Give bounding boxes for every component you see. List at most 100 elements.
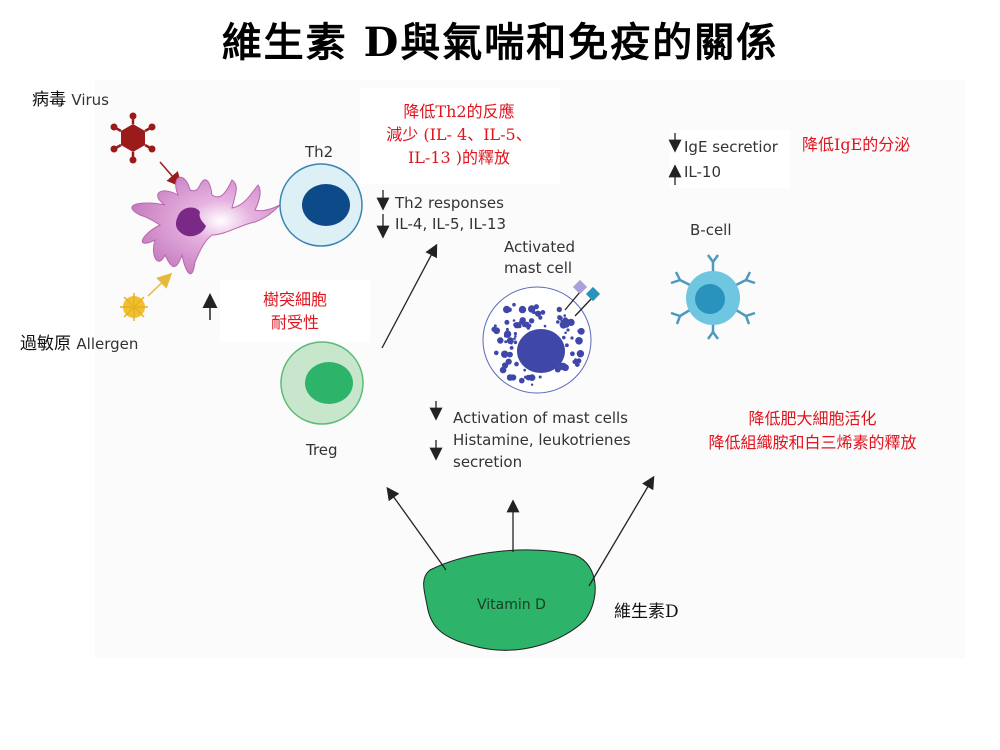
- mast-granule: [566, 328, 570, 332]
- th2-cell-icon: [279, 163, 363, 247]
- mast-granule: [514, 335, 517, 338]
- b-cell-effect-line: IgE secretior: [684, 138, 778, 156]
- dc-tolerance-annotation: 樹突細胞 耐受性: [240, 288, 350, 334]
- th2-effects: Th2 responses IL-4, IL-5, IL-13: [395, 193, 506, 235]
- mast-granule: [504, 319, 510, 325]
- mast-granule: [513, 332, 518, 336]
- mast-granule: [560, 319, 564, 323]
- mast-granule: [503, 330, 512, 338]
- mast-granule: [510, 342, 513, 345]
- mast-granule: [520, 306, 523, 309]
- mast-granule: [497, 337, 504, 344]
- mast-granule: [508, 340, 511, 344]
- mast-granule: [513, 340, 518, 345]
- mast-granule: [565, 343, 569, 348]
- mast-granule: [570, 351, 575, 357]
- mast-granule: [518, 320, 523, 325]
- mast-granule: [523, 321, 530, 328]
- th2-effect-line: IL-4, IL-5, IL-13: [395, 215, 507, 233]
- mast-granule: [502, 362, 509, 369]
- virus-label-zh: 病毒: [32, 90, 66, 110]
- dendritic-cell-icon: [131, 177, 281, 275]
- mast-granule: [576, 350, 585, 358]
- vitamin-d-shape: [423, 549, 596, 651]
- ige-annotation: 降低IgE的分泌: [802, 135, 911, 154]
- mast-granule: [543, 324, 547, 328]
- b-cell-effects: IgE secretior IL-10: [684, 135, 778, 185]
- mast-granule: [523, 368, 527, 372]
- mast-granule: [556, 320, 560, 324]
- mast-granule: [513, 337, 516, 340]
- mast-granule: [564, 331, 567, 335]
- mast-granule: [512, 302, 516, 307]
- mast-granule: [513, 322, 518, 327]
- mast-granule: [493, 324, 497, 328]
- th2-annotation: 降低Th2的反應 減少 (IL- 4、IL-5、 IL-13 )的釋放: [364, 100, 554, 169]
- mast-granule: [570, 336, 574, 340]
- vitamin-d-label: Vitamin D: [477, 597, 546, 613]
- mast-granule: [575, 337, 583, 345]
- mast-annotation-line: 降低肥大細胞活化: [748, 409, 877, 428]
- mast-annotation-line: 降低組織胺和白三烯素的釋放: [708, 433, 917, 452]
- mast-granule: [519, 377, 525, 384]
- mast-granule: [558, 362, 566, 371]
- mast-granule: [507, 351, 513, 358]
- mast-granule: [535, 310, 542, 317]
- th2-annotation-line: 降低Th2的反應: [403, 102, 515, 121]
- virus-label: 病毒 Virus: [32, 85, 109, 110]
- mast-granule: [506, 374, 514, 381]
- mast-granule: [540, 310, 546, 315]
- mast-granule: [505, 327, 509, 331]
- mast-granule: [503, 305, 511, 314]
- virus-icon: [110, 112, 156, 164]
- mast-effect-line: Histamine, leukotrienes: [453, 431, 631, 449]
- th2-label: Th2: [305, 143, 334, 161]
- b-cell-nucleus: [695, 284, 725, 314]
- th2-annotation-box: [360, 88, 560, 184]
- mast-granule: [557, 315, 562, 320]
- mast-granule: [491, 326, 497, 332]
- effect-arrows: [376, 133, 682, 461]
- mast-cell-icon: [482, 279, 601, 394]
- mast-granule: [572, 359, 577, 364]
- allergen-arrow: [147, 272, 173, 297]
- mast-granule: [556, 306, 562, 313]
- mast-granule: [538, 375, 542, 379]
- vitd-to-bcell-arrow: [588, 475, 655, 587]
- mast-granule: [509, 346, 514, 350]
- virus-label-en: Virus: [71, 91, 109, 109]
- mast-granule: [524, 375, 528, 379]
- mast-effect-line: Activation of mast cells: [453, 409, 628, 427]
- mast-granule: [528, 318, 535, 324]
- mast-granule: [514, 361, 519, 367]
- th2-annotation-line: IL-13 )的釋放: [407, 148, 511, 167]
- b-cell-label: B-cell: [690, 221, 732, 239]
- mast-granule: [562, 335, 566, 340]
- allergen-label-en: Allergen: [76, 335, 139, 353]
- mast-cell-label-line1: Activated: [504, 238, 575, 256]
- dc-annotation-box: [220, 280, 370, 342]
- vitamin-d-label-zh: 維生素D: [614, 602, 679, 622]
- vitd-to-th2-arrow: [386, 486, 447, 571]
- mast-granule: [577, 329, 582, 334]
- dc-annotation-line: 耐受性: [270, 313, 319, 332]
- treg-label: Treg: [306, 441, 338, 459]
- dc-annotation-line: 樹突細胞: [262, 290, 327, 309]
- mast-cell-label: Activated mast cell: [504, 237, 575, 279]
- mast-cell-effects: Activation of mast cells Histamine, leuk…: [453, 407, 631, 473]
- treg-to-th2-arrow: [381, 243, 438, 349]
- mast-granule: [530, 383, 534, 386]
- mast-granule: [567, 318, 575, 326]
- mast-granule: [528, 305, 536, 313]
- mast-granule: [517, 324, 522, 329]
- th2-effect-line: Th2 responses: [395, 194, 504, 212]
- page-title: 維生素 D與氣喘和免疫的關係: [221, 19, 779, 66]
- b-cell-icon: [670, 254, 756, 340]
- mast-granule: [528, 374, 536, 381]
- mast-cell-label-line2: mast cell: [504, 259, 573, 277]
- mast-effect-line: secretion: [453, 453, 523, 471]
- th2-annotation-line: 減少 (IL- 4、IL-5、: [386, 125, 532, 144]
- allergen-label-zh: 過敏原: [20, 334, 71, 354]
- mast-granule: [576, 358, 582, 364]
